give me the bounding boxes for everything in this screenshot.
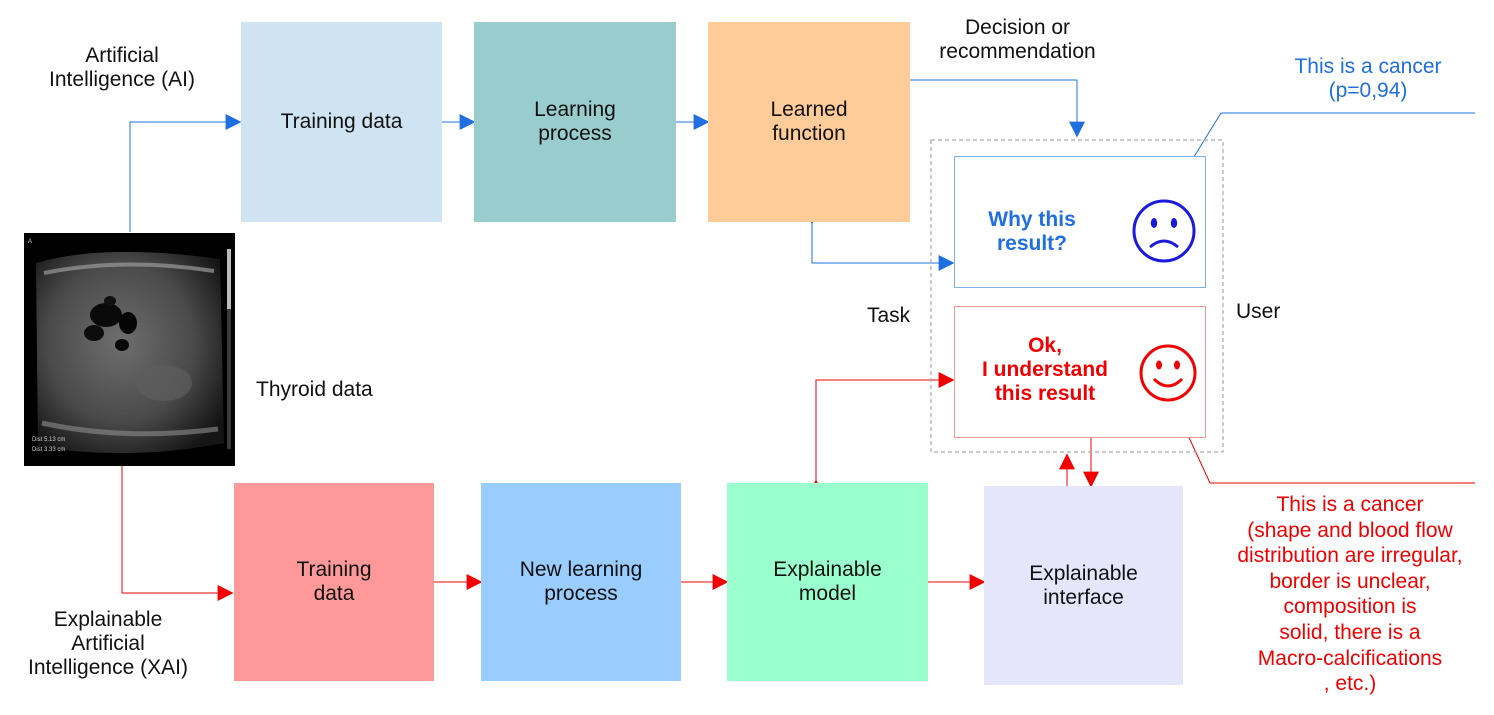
xai-learning-process-box: New learning process [481,483,681,681]
task-frame [930,139,1224,453]
explainable-interface-box: Explainable interface [984,486,1183,685]
decision-label: Decision or recommendation [939,16,1096,63]
xai-row-label: Explainable Artificial Intelligence (XAI… [28,608,188,679]
xai-understand-text: Ok, I understand this result [981,334,1108,405]
image-to-xai-training-arrow [121,466,234,601]
image-to-ai-training-arrow [129,114,242,232]
ai-row-label: Artificial Intelligence (AI) [49,44,195,91]
learned-question-bidir-arrow [804,208,955,271]
ai-learning-process-box: Learning process [474,22,676,222]
ai-question-panel [954,156,1206,288]
xai-connectors [121,372,1475,601]
xai-training-data-box: Training data [234,483,434,681]
sad-face-icon [1132,199,1196,263]
learned-function-box: Learned function [708,22,910,222]
ultrasound-measure-2: Dist 3.33 cm [32,447,65,453]
model-understand-bidir-arrow [808,372,955,496]
xai-understand-panel [954,306,1206,438]
ultrasound-measure-1: Dist 5.13 cm [32,437,65,443]
ultrasound-corner-label: A [28,239,32,245]
learned-to-task-arrow [910,79,1085,138]
thyroid-ultrasound-image: A Dist 5.13 cm Dist 3.33 cm [24,233,235,466]
thyroid-data-label: Thyroid data [256,378,373,401]
task-label: Task [867,304,911,327]
explainable-model-box: Explainable model [727,483,928,681]
ai-question-text: Why this result? [988,208,1076,255]
ai-training-data-box: Training data [241,22,442,222]
xai-result-statement: This is a cancer (shape and blood flow d… [1237,493,1463,696]
ai-result-statement: This is a cancer (p=0,94) [1294,55,1442,102]
happy-face-icon [1139,344,1197,402]
user-label: User [1236,300,1281,323]
xai-callout-line [1179,417,1475,484]
